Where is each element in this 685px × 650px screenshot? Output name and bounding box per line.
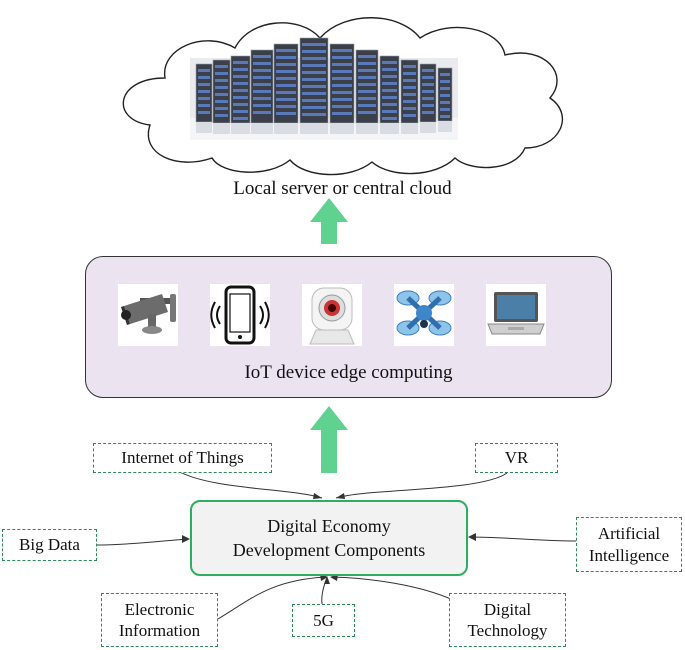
dt-label-1: Digital — [483, 599, 532, 619]
up-arrow-top — [310, 198, 348, 244]
ai-box: Artificial Intelligence — [576, 517, 682, 572]
drone-icon — [394, 284, 454, 346]
edge-caption: IoT device edge computing — [244, 362, 453, 383]
vr-label: VR — [504, 448, 529, 468]
cctv-camera-icon — [118, 284, 178, 346]
arrowhead-bigdata — [182, 535, 190, 543]
iot-box: Internet of Things — [93, 443, 272, 473]
arrowhead-iot — [313, 493, 322, 499]
center-line-2: Development Components — [232, 540, 426, 560]
connector-iot — [175, 469, 323, 499]
webcam-icon — [302, 284, 362, 346]
smartphone-icon — [210, 284, 270, 346]
dt-label-2: Technology — [467, 621, 548, 640]
iot-label: Internet of Things — [121, 448, 244, 468]
laptop-icon — [486, 284, 546, 346]
up-arrow-middle — [310, 406, 348, 473]
center-line-1: Digital Economy — [267, 515, 391, 536]
connector-ei — [217, 576, 327, 620]
vr-box: VR — [475, 443, 558, 473]
ai-label-2: Intelligence — [588, 545, 670, 565]
ei-label-2: Information — [118, 621, 201, 640]
big-data-box: Big Data — [2, 529, 97, 561]
connector-bigdata — [96, 538, 189, 546]
5g-box: 5G — [292, 604, 355, 637]
digital-tech-box: Digital Technology — [449, 593, 566, 647]
center-component-box: Digital Economy Development Components — [190, 500, 468, 576]
5g-label: 5G — [313, 610, 334, 630]
connector-dt — [331, 576, 454, 601]
arrowhead-ai — [468, 533, 476, 541]
connector-ai — [469, 536, 577, 542]
cloud-caption: Local server or central cloud — [233, 178, 452, 199]
electronic-info-box: Electronic Information — [101, 593, 218, 647]
connector-vr — [335, 472, 508, 499]
ai-label-1: Artificial — [597, 524, 661, 544]
arrowhead-5g — [324, 576, 330, 584]
arrowhead-vr — [336, 493, 345, 499]
big-data-label: Big Data — [19, 535, 80, 555]
ei-label-1: Electronic — [124, 599, 195, 619]
